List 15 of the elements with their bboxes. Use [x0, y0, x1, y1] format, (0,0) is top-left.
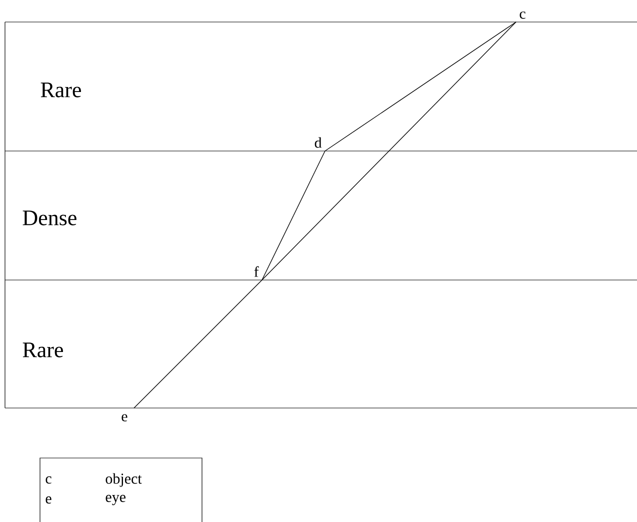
medium-label: Rare: [40, 82, 81, 98]
point-label: f: [254, 266, 259, 277]
legend-text: eye: [106, 494, 126, 506]
medium-label: Rare: [22, 342, 63, 358]
ray-line: [262, 22, 516, 280]
ray-line: [324, 22, 516, 152]
legend-key: e: [46, 496, 52, 504]
legend-text: object: [106, 473, 142, 487]
ray-line: [134, 280, 262, 408]
point-label: d: [314, 137, 322, 148]
legend-key: c: [46, 476, 52, 484]
medium-label: Dense: [22, 210, 76, 226]
point-label: c: [520, 12, 526, 19]
point-label: e: [122, 414, 128, 422]
ray-line: [262, 150, 326, 280]
